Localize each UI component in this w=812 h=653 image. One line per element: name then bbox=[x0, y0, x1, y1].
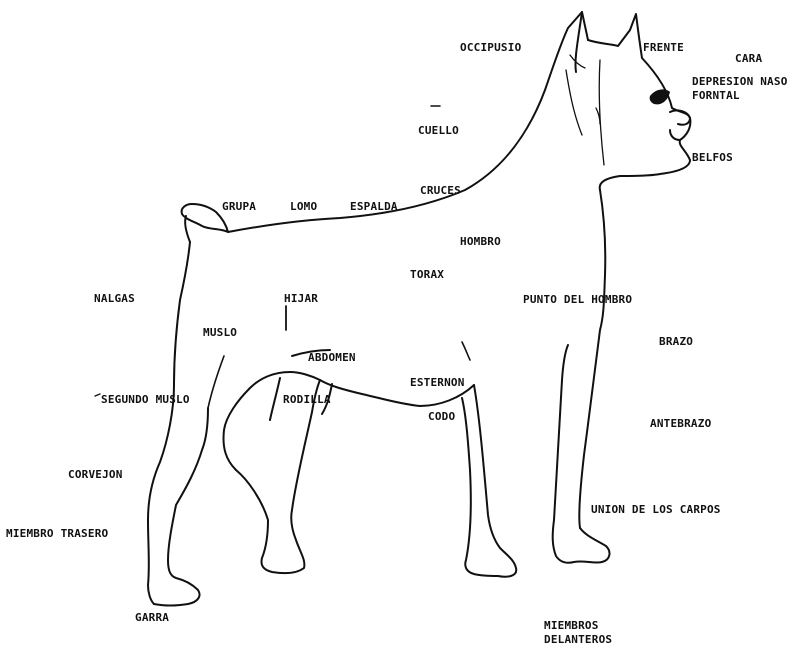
label-union-de-los-carpos: UNION DE LOS CARPOS bbox=[591, 503, 721, 517]
label-esternon: ESTERNON bbox=[410, 376, 465, 390]
label-lomo: LOMO bbox=[290, 200, 317, 214]
dog-shoulder-line bbox=[462, 342, 470, 360]
dog-nose bbox=[670, 110, 690, 140]
label-torax: TORAX bbox=[410, 268, 444, 282]
label-muslo: MUSLO bbox=[203, 326, 237, 340]
label-espalda: ESPALDA bbox=[350, 200, 398, 214]
label-hijar: HIJAR bbox=[284, 292, 318, 306]
dog-eye bbox=[650, 89, 670, 104]
label-miembro-trasero: MIEMBRO TRASERO bbox=[6, 527, 108, 541]
label-codo: CODO bbox=[428, 410, 455, 424]
dog-front-leg-left bbox=[462, 385, 516, 577]
dog-rear-leg-front bbox=[236, 380, 320, 573]
label-miembros-delanteros: MIEMBROS DELANTEROS bbox=[544, 619, 612, 647]
dog-rear-paw bbox=[154, 408, 208, 606]
label-grupa: GRUPA bbox=[222, 200, 256, 214]
label-nalgas: NALGAS bbox=[94, 292, 135, 306]
label-cruces: CRUCES bbox=[420, 184, 461, 198]
label-cuello: CUELLO bbox=[418, 124, 459, 138]
dog-head-detail bbox=[566, 55, 604, 165]
dog-neck-chest-outline bbox=[579, 190, 605, 528]
label-occipusio: OCCIPUSIO bbox=[460, 41, 521, 55]
label-rodilla: RODILLA bbox=[283, 393, 331, 407]
label-corvejon: CORVEJON bbox=[68, 468, 123, 482]
label-punto-del-hombro: PUNTO DEL HOMBRO bbox=[523, 293, 632, 307]
label-frente: FRENTE bbox=[643, 41, 684, 55]
label-antebrazo: ANTEBRAZO bbox=[650, 417, 711, 431]
label-cara: CARA bbox=[735, 52, 762, 66]
label-segundo-muslo: SEGUNDO MUSLO bbox=[101, 393, 190, 407]
dog-back-outline bbox=[228, 12, 588, 232]
label-garra: GARRA bbox=[135, 611, 169, 625]
label-belfos: BELFOS bbox=[692, 151, 733, 165]
dog-thigh-line bbox=[208, 356, 224, 408]
dog-rear-leg-back bbox=[224, 372, 321, 470]
label-hombro: HOMBRO bbox=[460, 235, 501, 249]
dog-front-paw-right bbox=[553, 345, 610, 563]
segundo-muslo-tick bbox=[95, 394, 100, 396]
label-brazo: BRAZO bbox=[659, 335, 693, 349]
label-depresion-naso-frontal: DEPRESION NASO FORNTAL bbox=[692, 75, 788, 103]
label-abdomen: ABDOMEN bbox=[308, 351, 356, 365]
